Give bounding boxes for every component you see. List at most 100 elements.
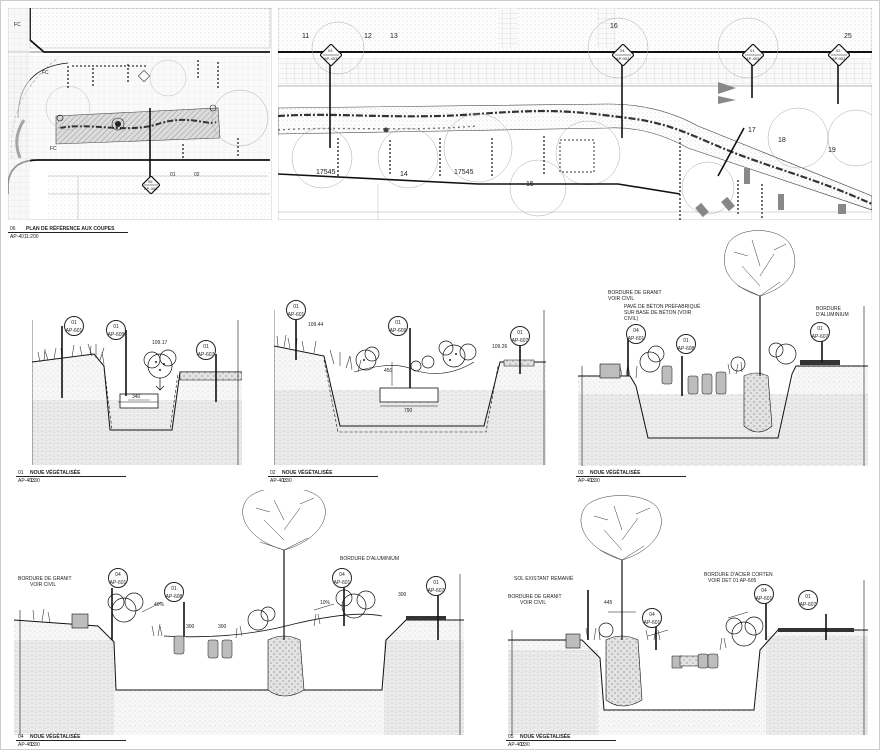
dimension-label: 10%: [320, 600, 331, 606]
section-number: 02: [270, 470, 276, 476]
callout-label: BORDURE D'ACIER CORTEN: [704, 572, 773, 578]
marker-sheet: AP-403: [746, 56, 760, 61]
section-title: NOUE VÉGÉTALISÉE: [30, 470, 81, 476]
section-marker: 04 AP-403: [611, 43, 635, 67]
marker-number: 05: [148, 179, 153, 184]
dimension-label: 450: [384, 368, 393, 374]
section-scale: 1:30: [30, 478, 40, 484]
callout-label: BORDURE DE GRANIT: [18, 576, 72, 582]
section-scale: 1:30: [520, 742, 530, 748]
callout-label: BORDURE D'ALUMINIUM: [340, 556, 400, 562]
plan-title-block: 06 PLAN DE RÉFÉRENCE AUX COUPES AP-401 1…: [8, 226, 208, 242]
section-sheet: AP-403: [18, 742, 35, 748]
callout-label: VOIR CIVIL: [30, 582, 57, 588]
callout-label: BORDURE: [816, 306, 842, 312]
section-05-title: 05 NOUE VÉGÉTALISÉE AP-403 1:30: [506, 734, 706, 750]
fc-label: FC: [42, 70, 49, 76]
section-sheet: AP-403: [508, 742, 525, 748]
callout-label: VOIR CIVIL: [520, 600, 547, 606]
plan-scale: 1:200: [26, 234, 39, 240]
dimension-label: 300: [218, 624, 227, 630]
section-sheet: AP-403: [270, 478, 287, 484]
section-03-title: 03 NOUE VÉGÉTALISÉE AP-403 1:30: [576, 470, 776, 486]
section-title: NOUE VÉGÉTALISÉE: [520, 734, 571, 740]
elevation-label: 109.17: [152, 340, 168, 346]
section-marker: 03 AP-403: [319, 43, 343, 67]
section-title: NOUE VÉGÉTALISÉE: [590, 470, 641, 476]
lot-number: 17: [748, 127, 756, 134]
lot-number: 12: [364, 33, 372, 40]
lot-number: 13: [390, 33, 398, 40]
marker-number: 02: [836, 48, 841, 53]
section-number: 03: [578, 470, 584, 476]
section-04-title: 04 NOUE VÉGÉTALISÉE AP-403 1:30: [16, 734, 216, 750]
section-scale: 1:30: [590, 478, 600, 484]
callout-label: SUR BASE DE BÉTON (VOIR: [624, 310, 692, 316]
lot-number: 16: [610, 23, 618, 30]
plan-sheet: AP-401: [10, 234, 27, 240]
section-title: NOUE VÉGÉTALISÉE: [282, 470, 333, 476]
plan-right-view: 11 12 13 16 25 14 15 17 18 19 17545 1754…: [277, 7, 880, 221]
lot-number: 19: [828, 147, 836, 154]
plan-left-drawing: [7, 7, 273, 221]
dimension-label: 40%: [154, 602, 165, 608]
lot-number: 25: [844, 33, 852, 40]
callout-label: SOL EXISTANT REMANIÉ: [514, 576, 574, 582]
lot-number: 14: [400, 171, 408, 178]
dimension-label: 790: [404, 408, 413, 414]
section-number: 01: [18, 470, 24, 476]
section-02-title: 02 NOUE VÉGÉTALISÉE AP-403 1:30: [268, 470, 468, 486]
lot-number: 15: [526, 181, 534, 188]
dimension-label: 300: [398, 592, 407, 598]
marker-number: 03: [328, 48, 333, 53]
lot-number: 18: [778, 137, 786, 144]
elevation-label: 109.26: [492, 344, 508, 350]
dimension-label: 445: [604, 600, 613, 606]
section-marker: 05 AP-403: [141, 175, 161, 195]
section-sheet: AP-403: [578, 478, 595, 484]
plan-number: 06: [10, 226, 16, 232]
callout-label: VOIR DET 01 AP-605: [708, 578, 757, 584]
plan-title: PLAN DE RÉFÉRENCE AUX COUPES: [26, 226, 115, 232]
marker-sheet: AP-403: [144, 186, 158, 191]
section-title: NOUE VÉGÉTALISÉE: [30, 734, 81, 740]
lot-number: 17545: [454, 169, 474, 176]
section-marker: 01 AP-403: [741, 43, 765, 67]
dimension-label: 300: [186, 624, 195, 630]
callout-label: D'ALUMINIUM: [816, 312, 849, 318]
section-marker: 02 AP-403: [827, 43, 851, 67]
marker-sheet: AP-403: [616, 56, 630, 61]
section-number: 05: [508, 734, 514, 740]
section-sheet: AP-403: [18, 478, 35, 484]
dimension-label: 340: [132, 394, 141, 400]
marker-sheet: AP-403: [324, 56, 338, 61]
marker-number: 01: [750, 48, 755, 53]
lot-number: 02: [194, 172, 200, 178]
callout-label: PAVÉ DE BÉTON PRÉFABRIQUÉ: [624, 304, 701, 310]
section-scale: 1:30: [30, 742, 40, 748]
elevation-label: 109.44: [308, 322, 324, 328]
plan-right-drawing: [277, 7, 880, 221]
lot-number: 11: [302, 33, 310, 40]
lot-number: 17545: [316, 169, 336, 176]
fc-label: FC: [50, 146, 57, 152]
